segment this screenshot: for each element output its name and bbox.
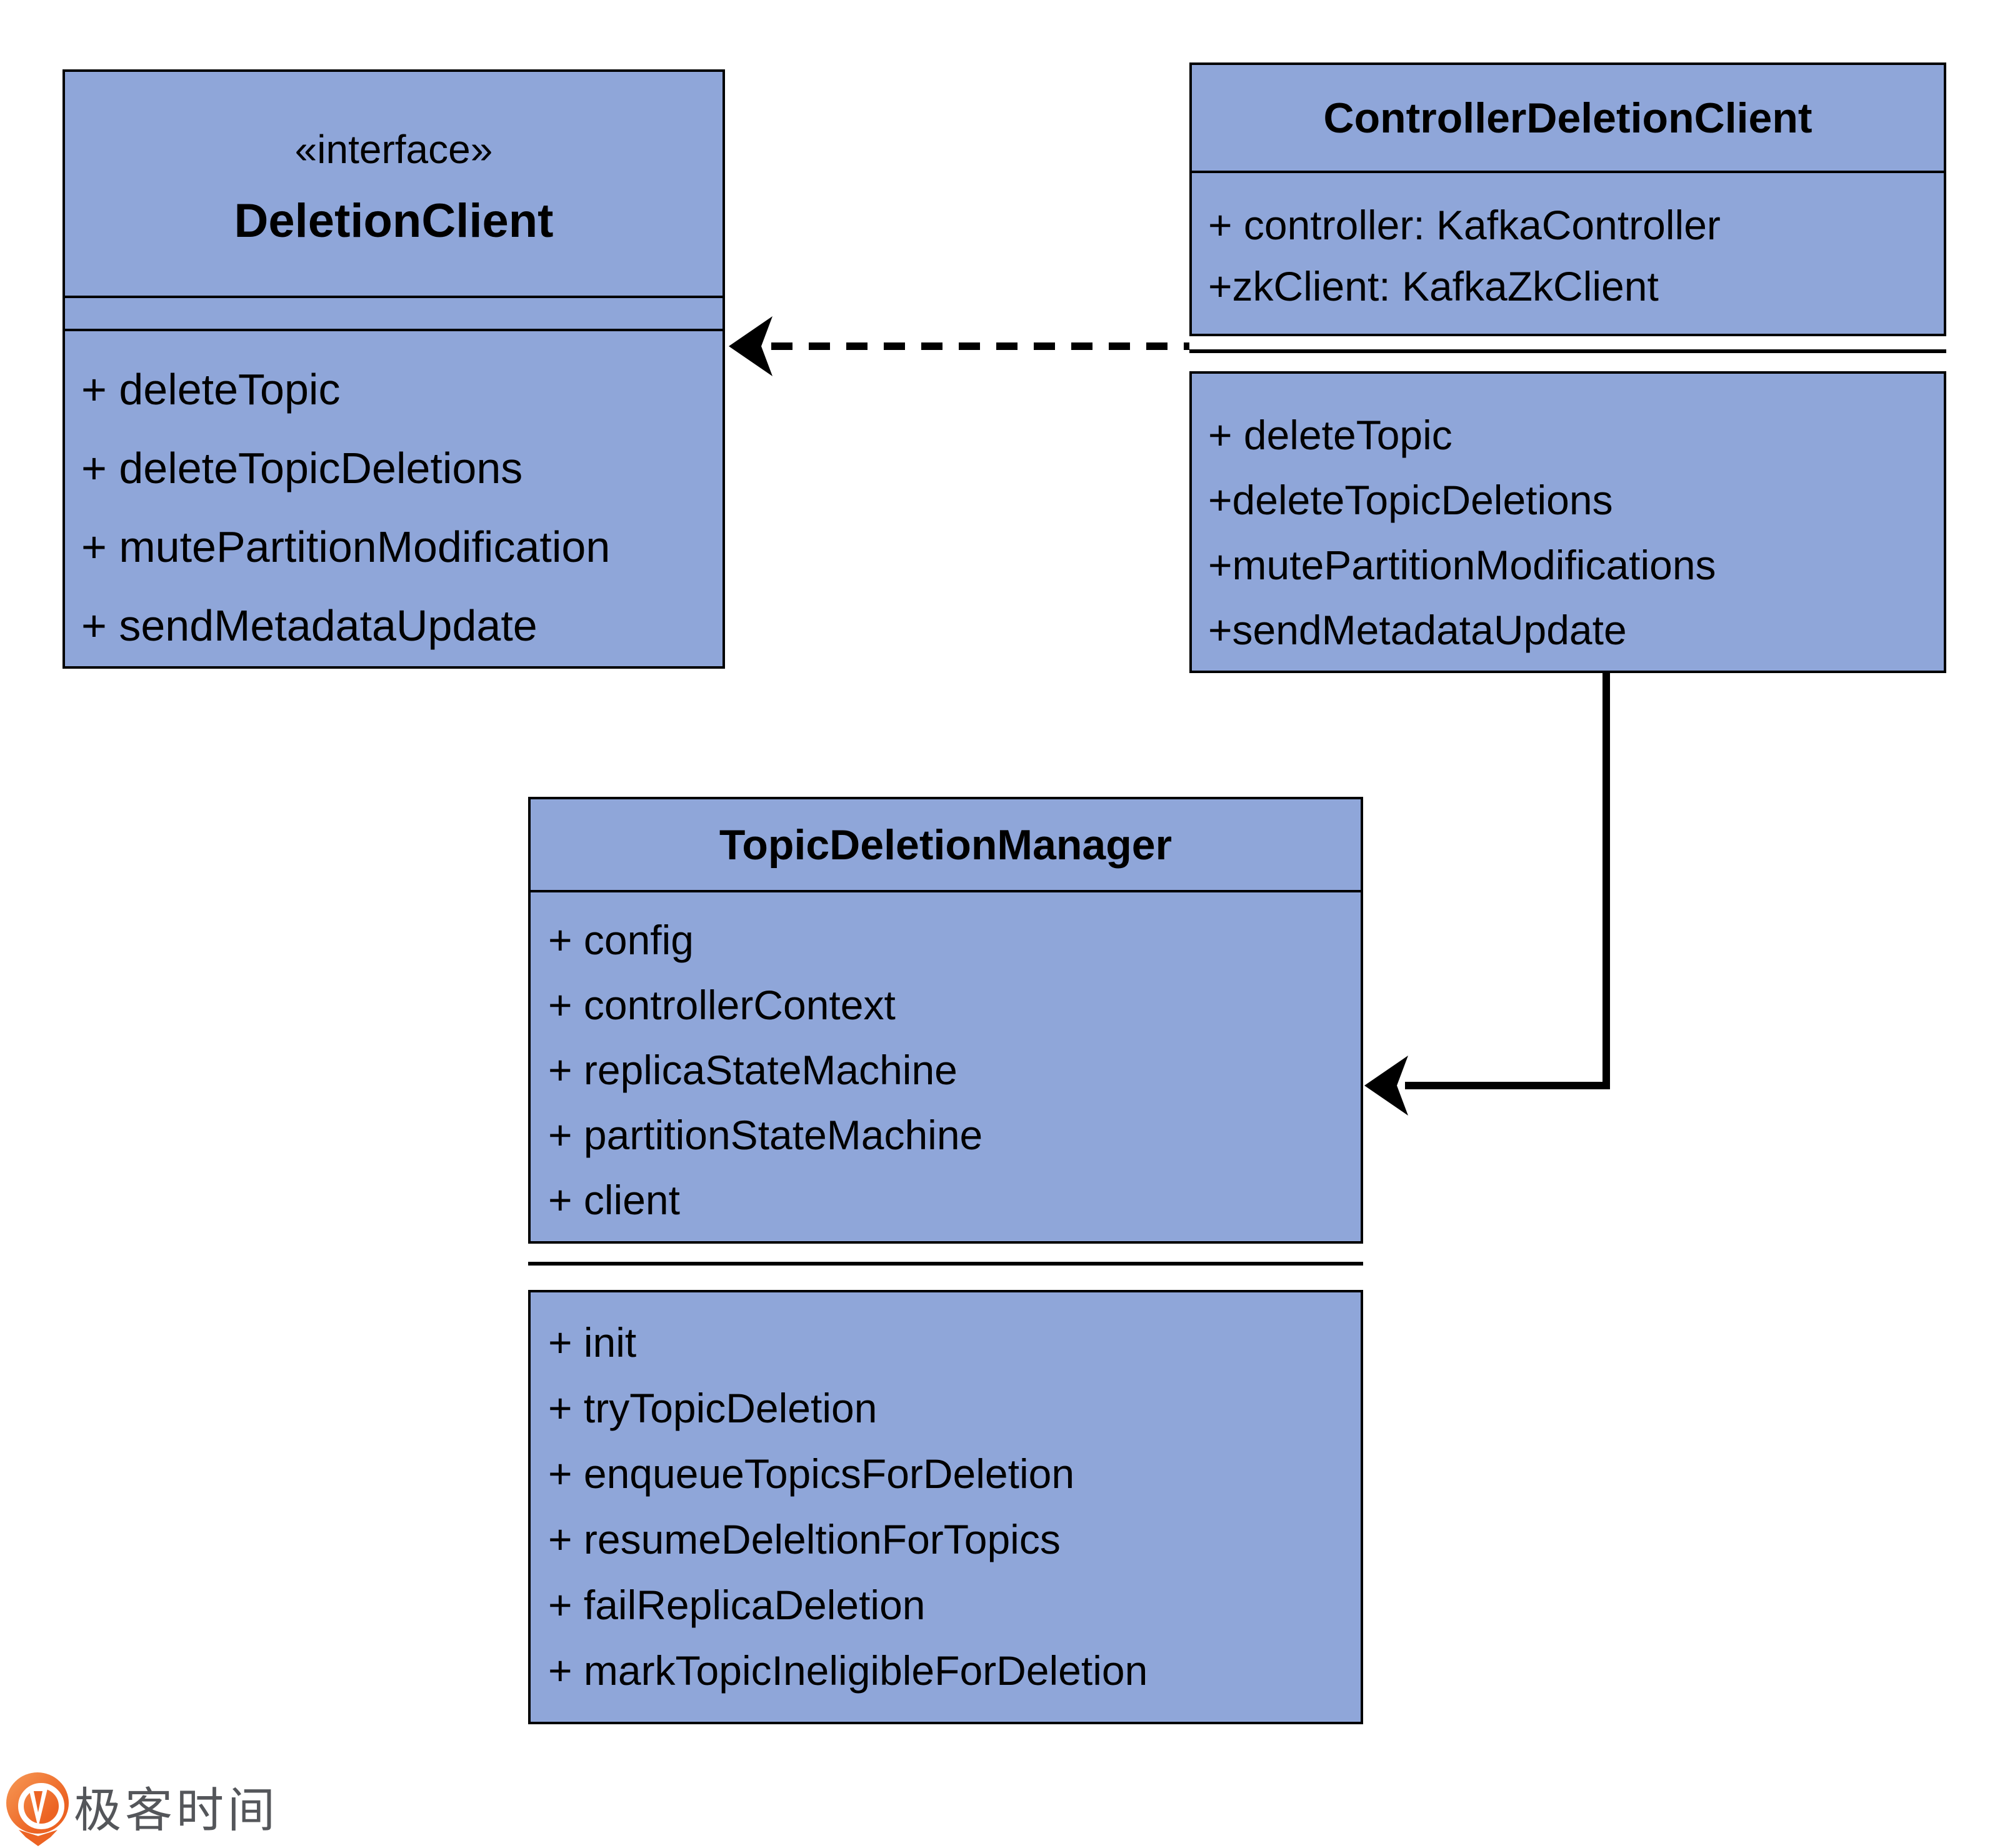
method-item: + deleteTopic — [1208, 412, 1452, 458]
dashed-arrowhead-icon — [729, 316, 772, 376]
class-box-topic-deletion-manager: TopicDeletionManager + config + controll… — [528, 797, 1363, 1244]
geektime-logo-text: 极客时间 — [74, 1784, 279, 1837]
attributes-compartment: + config + controllerContext + replicaSt… — [531, 892, 1361, 1232]
method-item: + deleteTopic — [81, 365, 341, 414]
attributes-compartment: + controller: KafkaController +zkClient:… — [1192, 173, 1944, 317]
method-item: +mutePartitionModifications — [1208, 542, 1716, 588]
solid-arrowhead-icon — [1364, 1056, 1408, 1116]
method-item: + deleteTopicDeletions — [81, 444, 523, 492]
class-box-deletion-client: «interface» DeletionClient + deleteTopic… — [62, 69, 725, 669]
methods-box-controller-deletion-client: + deleteTopic +deleteTopicDeletions +mut… — [1189, 371, 1946, 673]
solid-association-line — [1405, 673, 1610, 1089]
method-item: +sendMetadataUpdate — [1208, 607, 1627, 653]
geektime-logo-icon — [6, 1772, 69, 1834]
class-header-controller-deletion-client: ControllerDeletionClient — [1192, 65, 1944, 173]
class-header-topic-deletion-manager: TopicDeletionManager — [531, 799, 1361, 892]
compartment-separator-band — [528, 1244, 1363, 1290]
class-header-deletion-client: «interface» DeletionClient — [65, 72, 722, 298]
method-item: + markTopicIneligibleForDeletion — [548, 1647, 1148, 1694]
attribute-item: + client — [548, 1177, 680, 1223]
compartment-separator-band — [1189, 336, 1946, 371]
attribute-item: + config — [548, 917, 694, 963]
class-name: DeletionClient — [234, 194, 554, 247]
separator-rule — [528, 1262, 1363, 1266]
empty-attributes-compartment — [65, 298, 722, 331]
method-item: + enqueueTopicsForDeletion — [548, 1451, 1075, 1497]
methods-compartment: + init + tryTopicDeletion + enqueueTopic… — [531, 1292, 1361, 1704]
method-item: + failReplicaDeletion — [548, 1582, 926, 1628]
stereotype-label: «interface» — [294, 126, 493, 172]
class-name: ControllerDeletionClient — [1323, 94, 1812, 142]
attribute-item: + partitionStateMachine — [548, 1112, 983, 1158]
class-box-controller-deletion-client: ControllerDeletionClient + controller: K… — [1189, 62, 1946, 336]
method-item: +deleteTopicDeletions — [1208, 477, 1613, 523]
methods-compartment: + deleteTopic +deleteTopicDeletions +mut… — [1192, 374, 1944, 662]
method-item: + resumeDeleltionForTopics — [548, 1516, 1061, 1562]
attribute-item: + replicaStateMachine — [548, 1047, 958, 1093]
attribute-item: + controller: KafkaController — [1208, 202, 1721, 248]
method-item: + sendMetadataUpdate — [81, 601, 538, 650]
methods-compartment: + deleteTopic + deleteTopicDeletions + m… — [65, 331, 722, 665]
method-item: + mutePartitionModification — [81, 522, 611, 571]
attribute-item: + controllerContext — [548, 982, 896, 1028]
logo-needle-core — [34, 1791, 42, 1812]
attribute-item: +zkClient: KafkaZkClient — [1208, 263, 1659, 309]
method-item: + tryTopicDeletion — [548, 1385, 878, 1431]
class-name: TopicDeletionManager — [719, 821, 1172, 869]
method-item: + init — [548, 1319, 637, 1366]
methods-box-topic-deletion-manager: + init + tryTopicDeletion + enqueueTopic… — [528, 1290, 1363, 1724]
separator-rule — [1189, 349, 1946, 353]
